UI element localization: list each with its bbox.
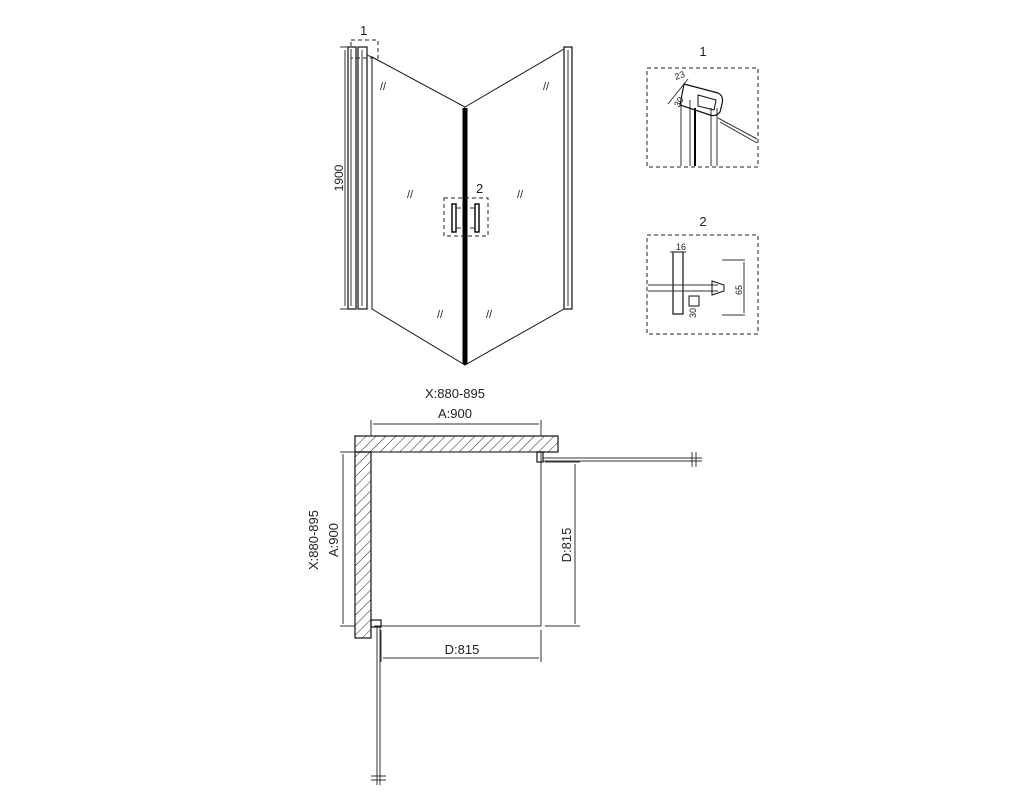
left-wall-profile [347, 46, 375, 310]
detail-2: 2 65 16 30 [646, 214, 759, 335]
glass-mark: // [407, 189, 414, 201]
detail-1: 1 23 30 [646, 44, 759, 168]
right-door-panel [464, 48, 565, 366]
detail-2-number: 2 [699, 214, 706, 229]
height-dimension: 1900 [332, 46, 348, 310]
plan-d-right: D:815 [559, 528, 574, 563]
glass-reflection-marks: // // // // // // [380, 81, 550, 321]
plan-x-left: X:880-895 [306, 510, 321, 570]
detail-2-dim-bottom: 30 [688, 308, 698, 318]
glass-mark: // [517, 189, 524, 201]
plan-a-left: A:900 [326, 523, 341, 557]
detail-2-dim-top: 16 [676, 242, 686, 252]
left-wall [354, 451, 372, 639]
elevation-view: // // // // // // 1 2 1900 [332, 23, 573, 366]
plan-x-top: X:880-895 [425, 386, 485, 401]
plan-d-bottom: D:815 [445, 642, 480, 657]
top-wall [354, 435, 559, 453]
left-dimensions: X:880-895 A:900 [306, 451, 355, 627]
detail-1-number: 1 [699, 44, 706, 59]
top-dimensions: X:880-895 A:900 [370, 386, 542, 436]
detail-1-dim-a: 23 [673, 69, 686, 82]
right-door-open [536, 451, 702, 467]
glass-mark: // [486, 309, 493, 321]
plan-view: X:880-895 A:900 X:880-895 A:900 D:815 [306, 386, 702, 785]
detail-1-frame [646, 67, 759, 168]
detail-2-dim-side: 65 [734, 285, 744, 295]
callout-label-2: 2 [476, 181, 483, 196]
callout-box-1 [350, 39, 379, 59]
left-door-panel [371, 56, 466, 366]
glass-mark: // [380, 81, 387, 93]
door-handles [451, 203, 480, 233]
glass-mark: // [543, 81, 550, 93]
right-wall-profile [563, 46, 573, 310]
plan-a-top: A:900 [438, 406, 472, 421]
detail-1-dim-b: 30 [672, 95, 686, 109]
height-label: 1900 [332, 164, 346, 191]
glass-mark: // [437, 309, 444, 321]
bottom-door-open [370, 619, 386, 785]
bottom-dimension: D:815 [380, 630, 542, 662]
callout-label-1: 1 [360, 23, 367, 38]
callout-box-2 [443, 197, 489, 237]
right-dimension: D:815 [545, 461, 580, 627]
